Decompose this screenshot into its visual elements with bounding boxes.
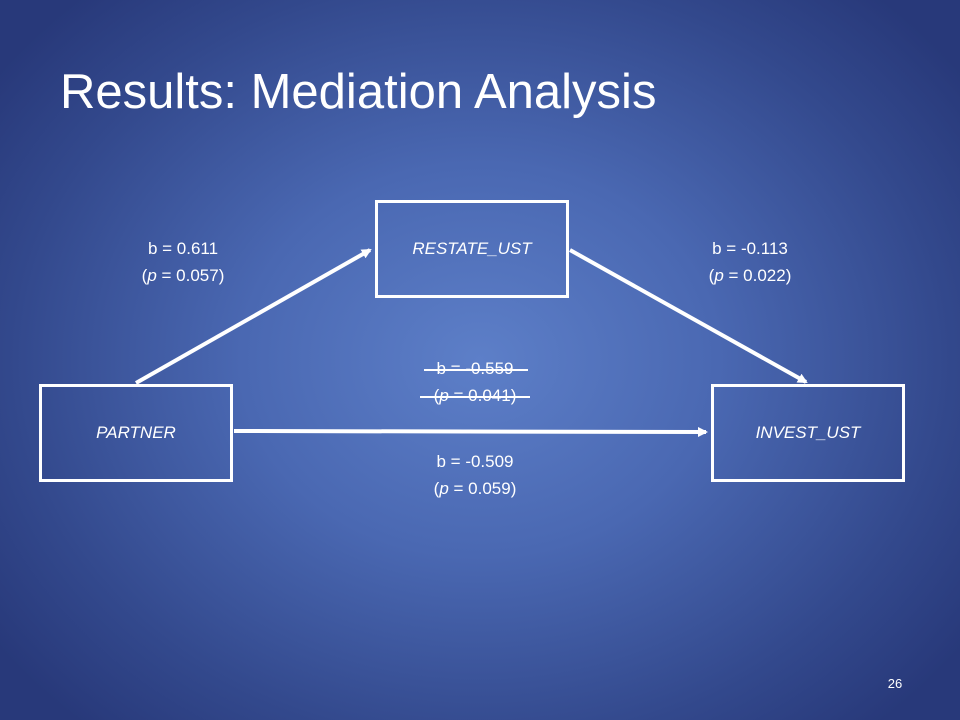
strikethrough-line	[424, 369, 528, 371]
arrow-partner-to-restate	[135, 248, 372, 385]
arrow-restate-to-invest	[569, 248, 808, 384]
slide-page-number: 26	[887, 676, 903, 691]
path-a-coefficient: b = 0.611 (p = 0.057)	[103, 235, 263, 289]
path-b-coefficient: b = -0.113 (p = 0.022)	[670, 235, 830, 289]
path-c-prime-coefficient: b = -0.559 (p = 0.041)	[395, 355, 555, 409]
strikethrough-line	[420, 396, 530, 398]
predictor-node-label: PARTNER	[96, 423, 176, 442]
outcome-node-label: INVEST_UST	[755, 423, 861, 442]
path-c-prime-b-value: b = -0.559	[395, 355, 555, 382]
slide-title: Results: Mediation Analysis	[60, 65, 657, 119]
arrow-partner-to-invest	[233, 426, 708, 437]
mediator-node-box: RESTATE_UST	[375, 200, 569, 298]
path-c-coefficient: b = -0.509 (p = 0.059)	[395, 448, 555, 502]
path-c-prime-p-value: (p = 0.041)	[395, 382, 555, 409]
path-c-b-value: b = -0.509	[436, 452, 514, 471]
path-c-p-value: (p = 0.059)	[433, 479, 517, 498]
path-a-p-value: (p = 0.057)	[141, 266, 225, 285]
predictor-node-box: PARTNER	[39, 384, 233, 482]
path-a-b-value: b = 0.611	[147, 239, 219, 258]
path-b-b-value: b = -0.113	[712, 239, 788, 258]
outcome-node-box: INVEST_UST	[711, 384, 905, 482]
path-b-p-value: (p = 0.022)	[708, 266, 792, 285]
mediator-node-label: RESTATE_UST	[412, 239, 532, 258]
